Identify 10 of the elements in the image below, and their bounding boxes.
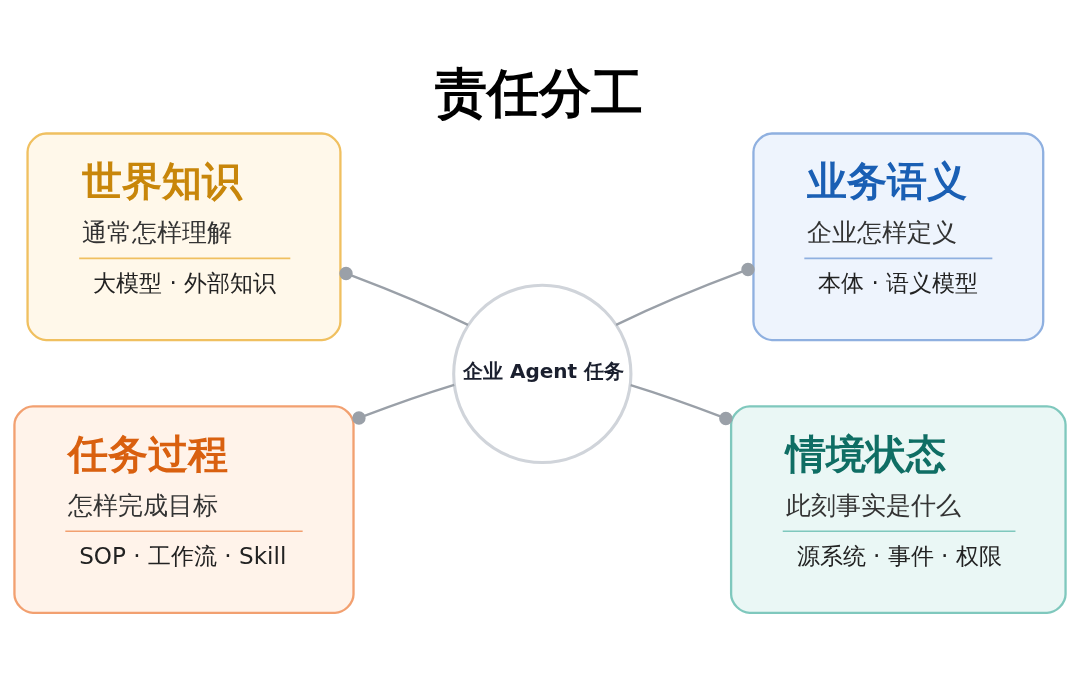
connector	[630, 383, 733, 425]
node-circle: 企业 Agent 任务	[452, 283, 633, 464]
connector	[339, 266, 469, 326]
node-box: 任务过程 怎样完成目标 SOP · 工作流 · Skill	[13, 404, 355, 614]
connector	[352, 383, 455, 425]
connector	[615, 262, 755, 326]
node-box: 业务语义 企业怎样定义 本体 · 语义模型	[752, 131, 1045, 341]
node-box: 情境状态 此刻事实是什么 源系统 · 事件 · 权限	[729, 404, 1067, 614]
diagram-title: 责任分工	[435, 61, 644, 123]
node-box: 世界知识 通常怎样理解 大模型 · 外部知识	[26, 131, 342, 341]
